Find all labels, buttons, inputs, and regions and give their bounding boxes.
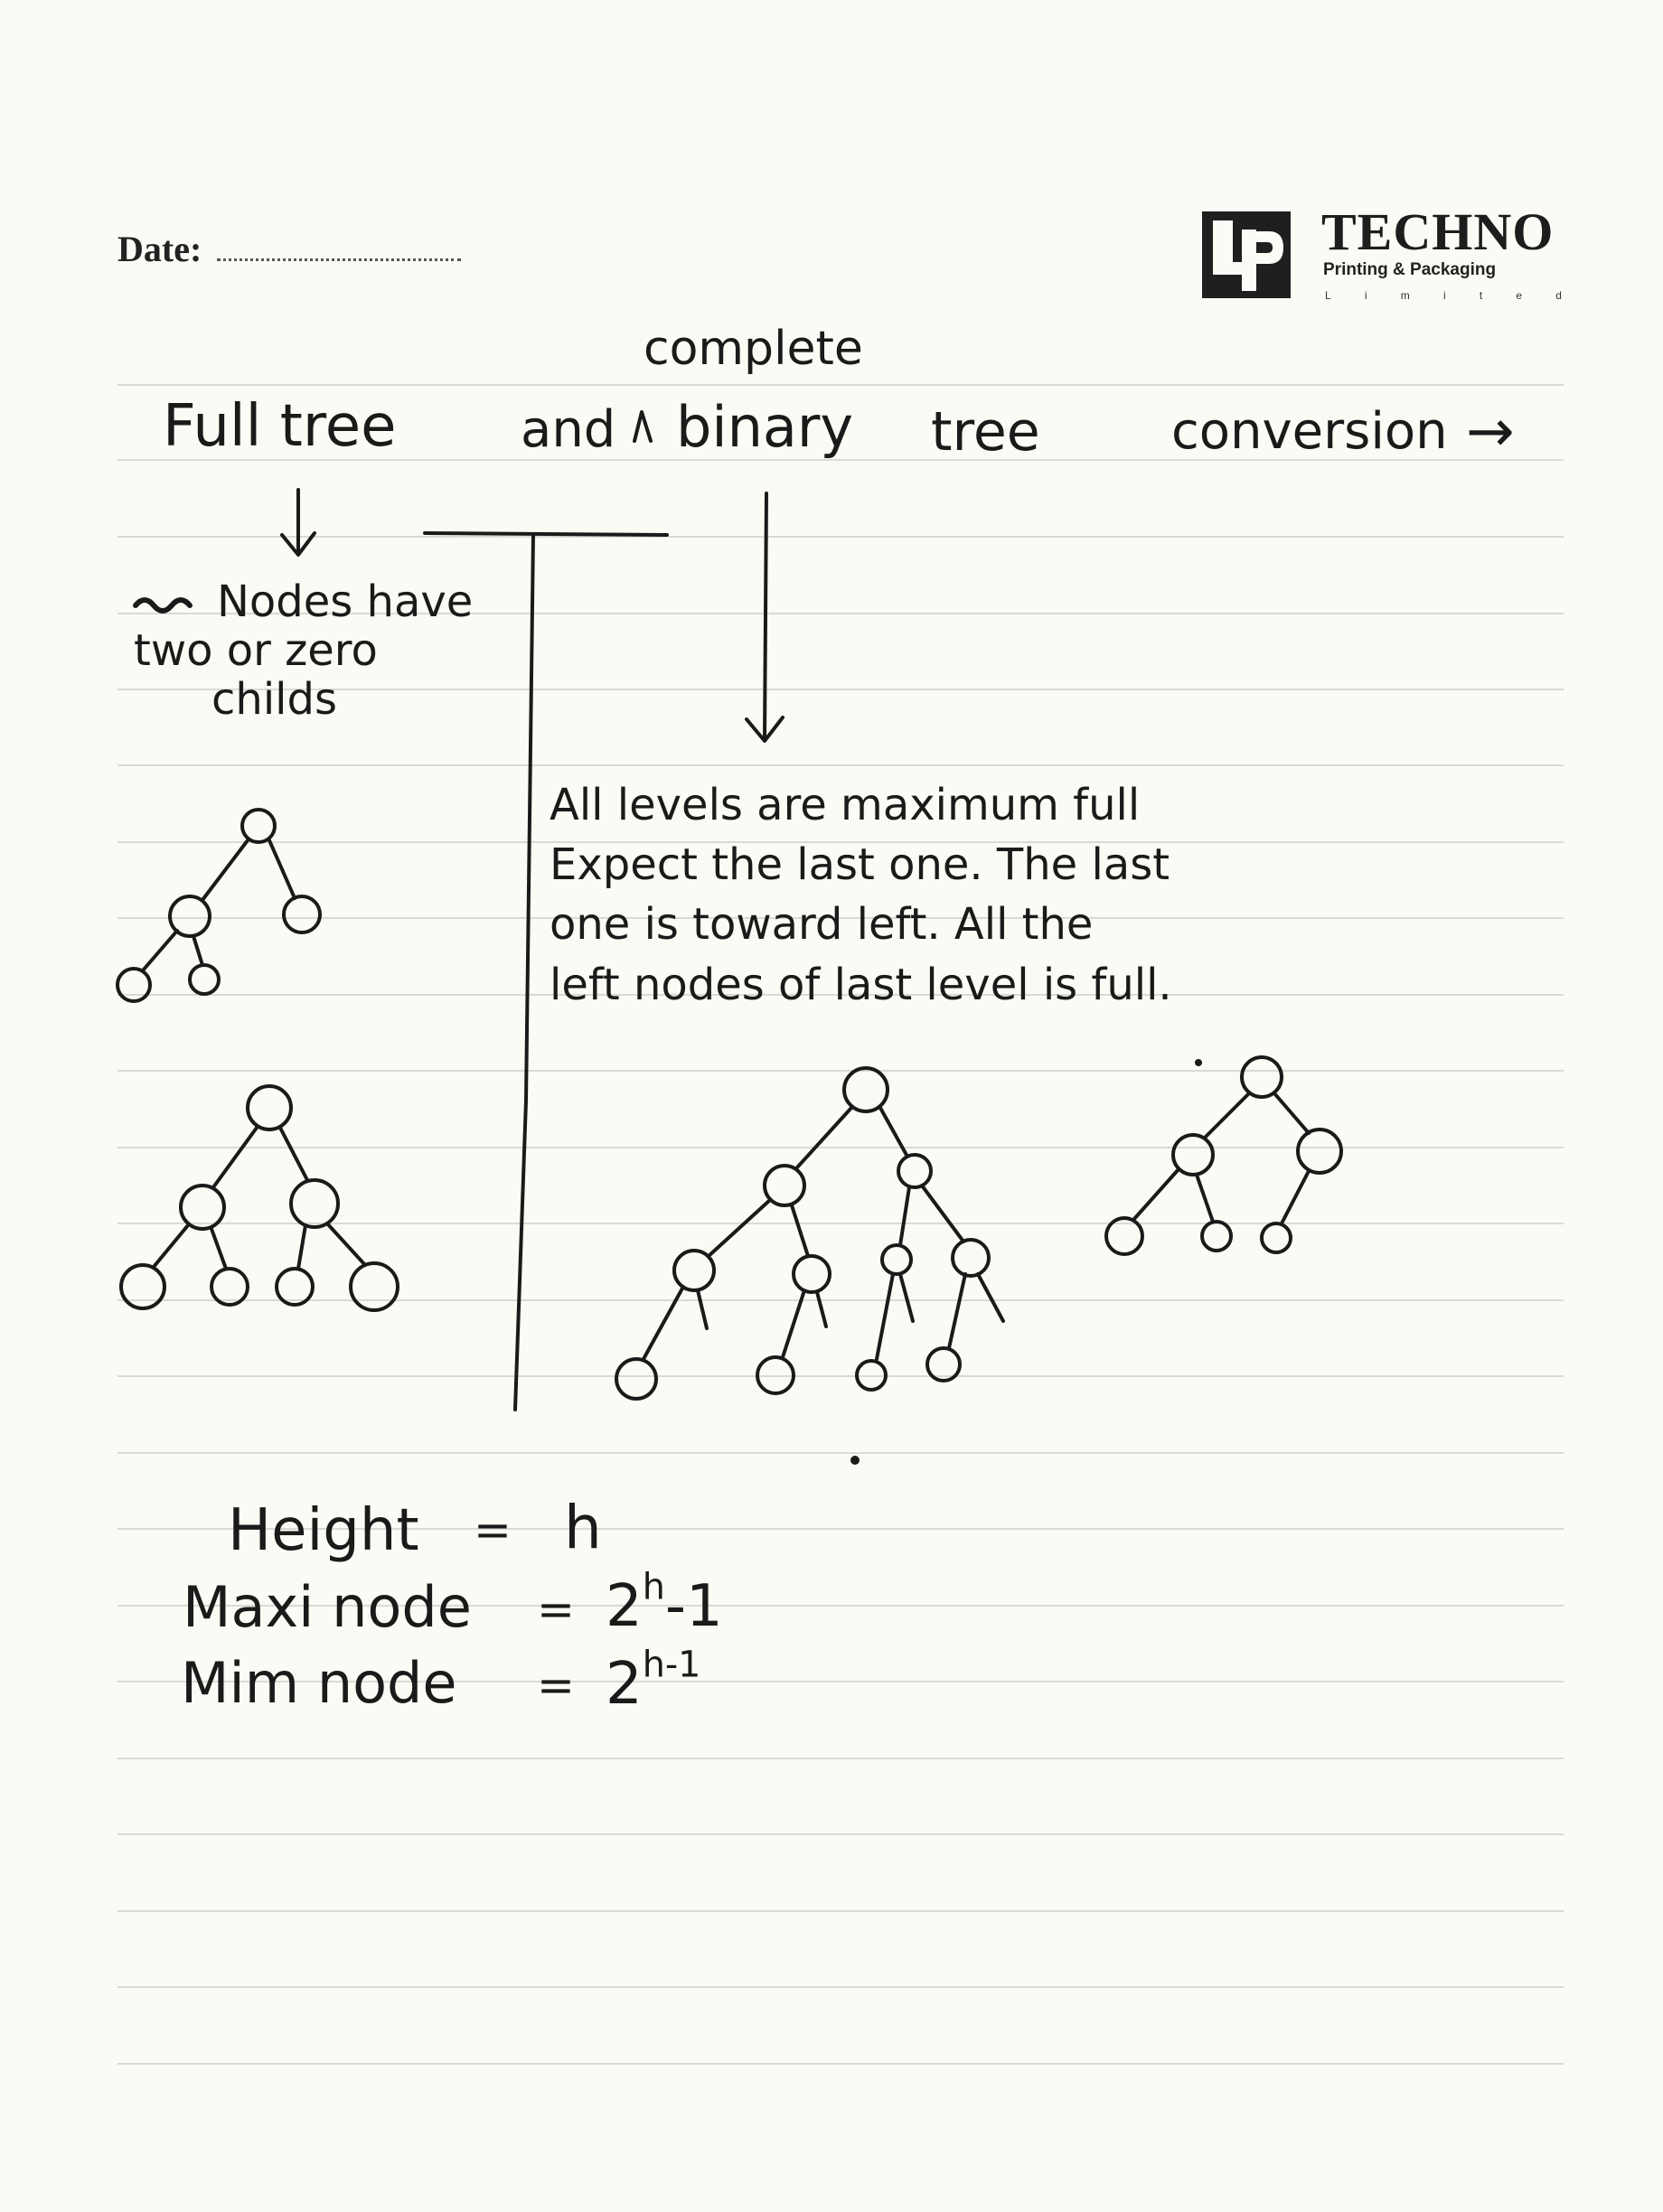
complete-tree-example-1 xyxy=(615,1066,1005,1401)
down-arrow-complete-tree xyxy=(745,492,785,743)
min-node-label: Mim node xyxy=(181,1650,457,1716)
title-arrow: → xyxy=(1466,398,1515,465)
height-label: Height xyxy=(228,1497,419,1564)
full-tree-line: childs xyxy=(211,673,337,725)
title-full-tree: Full tree xyxy=(163,393,397,460)
date-label: Date: xyxy=(117,229,202,269)
max-node-formula: 2h-1 xyxy=(606,1569,723,1636)
ruled-line xyxy=(117,1147,1564,1148)
min-node-base: 2 xyxy=(606,1651,643,1718)
insertion-caret xyxy=(633,410,653,443)
ruled-line xyxy=(117,1375,1564,1377)
height-equals: = xyxy=(474,1504,512,1556)
down-arrow-full-tree xyxy=(280,488,316,557)
full-tree-line: Nodes have xyxy=(217,576,474,627)
ruled-line xyxy=(117,841,1564,843)
max-node-equals: = xyxy=(537,1583,575,1636)
ruled-line xyxy=(117,1070,1564,1072)
height-value: h xyxy=(564,1493,602,1562)
ruled-line xyxy=(117,613,1564,614)
full-tree-definition: Nodes have two or zero childs xyxy=(134,576,474,725)
max-node-label: Maxi node xyxy=(183,1574,472,1640)
complete-tree-line: All levels are maximum full xyxy=(550,780,1141,830)
max-node-suffix: -1 xyxy=(664,1573,723,1640)
ruled-line xyxy=(117,1833,1564,1835)
ruled-line xyxy=(117,917,1564,919)
ruled-line xyxy=(117,459,1564,461)
max-node-base: 2 xyxy=(606,1573,643,1640)
insertion-word: complete xyxy=(644,322,863,376)
title-conversion: conversion xyxy=(1171,402,1448,461)
max-node-exponent: h xyxy=(642,1566,665,1608)
complete-tree-definition: All levels are maximum full Expect the l… xyxy=(550,775,1172,1015)
ruled-line xyxy=(117,2063,1564,2065)
ruled-line xyxy=(117,764,1564,766)
min-node-exponent: h-1 xyxy=(642,1644,701,1686)
logo-brand: TECHNO xyxy=(1321,202,1555,261)
full-tree-example-2 xyxy=(119,1084,399,1312)
ruled-line xyxy=(117,384,1564,386)
full-tree-line: two or zero xyxy=(134,624,378,676)
ruled-line xyxy=(117,1757,1564,1759)
complete-tree-line: one is toward left. All the xyxy=(550,899,1094,951)
ruled-line xyxy=(117,1910,1564,1912)
ruled-line xyxy=(117,1528,1564,1530)
full-tree-example-1 xyxy=(116,808,322,1003)
complete-tree-line: Expect the last one. The last xyxy=(550,839,1170,891)
ruled-line xyxy=(117,536,1564,538)
min-node-formula: 2h-1 xyxy=(606,1646,700,1713)
logo-subtitle: Printing & Packaging xyxy=(1323,260,1497,279)
ruled-line xyxy=(117,994,1564,996)
ruled-line xyxy=(117,1299,1564,1301)
min-node-equals: = xyxy=(537,1659,575,1711)
ruled-line xyxy=(117,1452,1564,1454)
complete-tree-example-2 xyxy=(1104,1055,1343,1256)
date-dotted-line xyxy=(217,258,461,261)
stray-dot xyxy=(850,1456,860,1465)
title-and: and xyxy=(521,400,616,459)
ruled-line xyxy=(117,1223,1564,1224)
title-tree: tree xyxy=(931,400,1040,464)
ruled-line xyxy=(117,1605,1564,1607)
ruled-line xyxy=(117,1986,1564,1988)
techno-logo-mark-icon xyxy=(1202,211,1291,298)
ruled-line xyxy=(117,1681,1564,1682)
ruled-line xyxy=(117,689,1564,690)
title-binary: binary xyxy=(676,394,854,460)
complete-tree-line: left nodes of last level is full. xyxy=(550,959,1172,1010)
